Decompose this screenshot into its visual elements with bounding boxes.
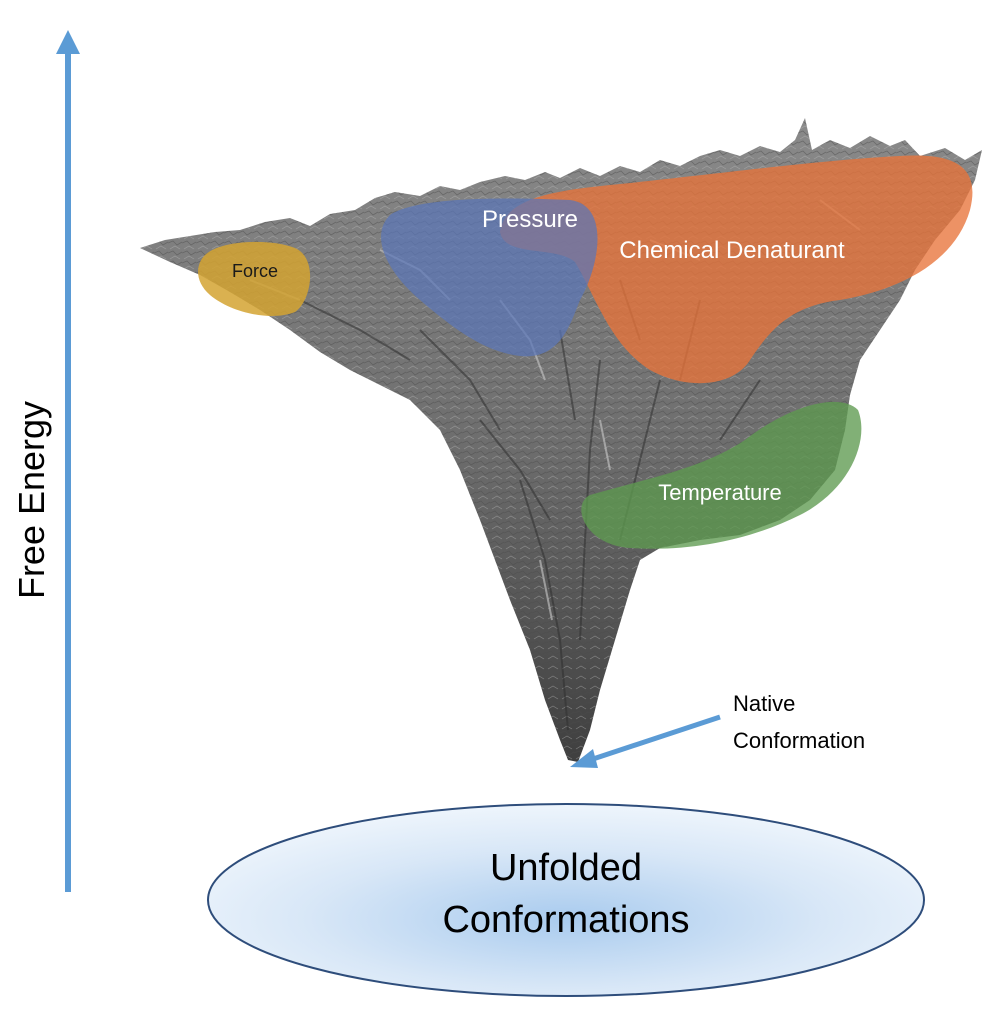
native-arrowhead xyxy=(570,749,598,768)
axis-arrowhead xyxy=(56,30,80,54)
temperature-label: Temperature xyxy=(658,480,782,505)
chemical-denaturant-blob xyxy=(500,155,973,384)
native-label-line1: Native xyxy=(733,691,795,716)
unfolded-label-line1: Unfolded xyxy=(490,847,642,889)
native-arrow-line xyxy=(589,714,721,763)
native-conformation-annotation: Native Conformation xyxy=(570,691,865,768)
native-label-line2: Conformation xyxy=(733,728,865,753)
free-energy-axis: Free Energy xyxy=(11,30,80,892)
unfolded-label-line2: Conformations xyxy=(442,899,689,941)
force-blob xyxy=(198,241,311,316)
chemical-denaturant-region: Chemical Denaturant xyxy=(500,155,973,384)
chemical-denaturant-label: Chemical Denaturant xyxy=(619,237,845,264)
pressure-region: Pressure xyxy=(381,198,598,357)
axis-label: Free Energy xyxy=(11,401,52,599)
temperature-blob xyxy=(581,401,862,549)
pressure-blob xyxy=(381,198,598,357)
temperature-region: Temperature xyxy=(581,401,862,549)
unfolded-ellipse xyxy=(207,803,925,997)
force-region: Force xyxy=(198,241,311,316)
unfolded-conformations: Unfolded Conformations xyxy=(207,803,925,997)
force-label: Force xyxy=(232,261,278,281)
pressure-label: Pressure xyxy=(482,206,578,233)
